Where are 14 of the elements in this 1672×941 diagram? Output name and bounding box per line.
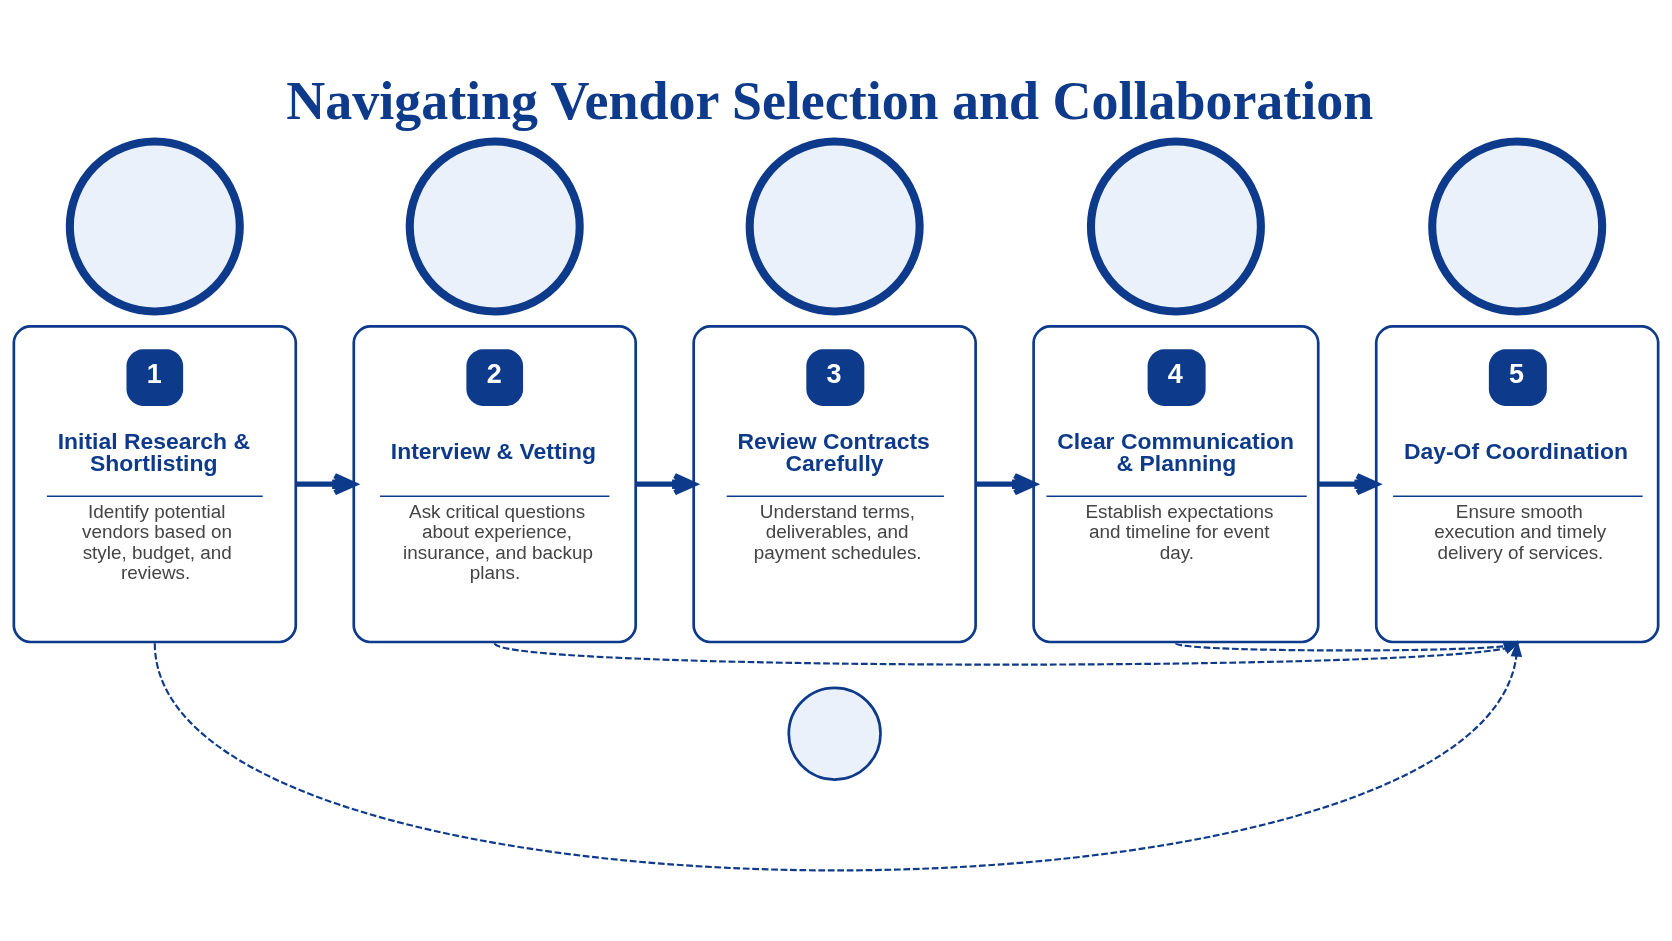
node-box: 3 Review Contracts Carefully Understand terms, deliverables, and payment schedules.: [692, 324, 977, 643]
arrow: [636, 472, 697, 495]
node-box: 1 Initial Research & Shortlisting Identify potential vendors based on style, budget, and reviews.: [12, 324, 298, 643]
node-box: 2 Interview & Vetting Ask critical questions about experience, insurance, and backup plans.: [352, 324, 638, 643]
node-circle: [65, 137, 244, 316]
diagram-title: Navigating Vendor Selection and Collaboration: [286, 70, 1374, 131]
arrow: [975, 472, 1037, 495]
node-circle: [1428, 137, 1607, 316]
node-circle: [787, 686, 882, 781]
node-box: 4 Clear Communication & Planning Establish expectations and timeline for event day.: [1032, 324, 1320, 643]
node-box: 5 Day-Of Coordination Ensure smooth execution and timely delivery of services.: [1374, 324, 1660, 643]
node-circle: [745, 137, 924, 316]
node-circle: [1086, 137, 1265, 316]
node-circle: [405, 137, 584, 316]
